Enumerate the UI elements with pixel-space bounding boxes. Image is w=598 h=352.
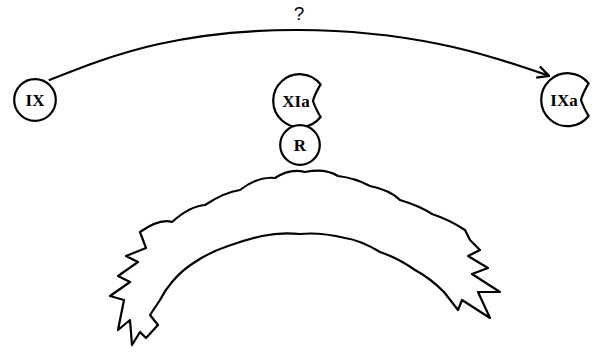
arrow-connector <box>49 30 549 80</box>
factor-circle: IXa <box>540 72 595 127</box>
plain-circle <box>14 79 56 121</box>
plain-circle <box>280 125 320 165</box>
factor-label: XIa <box>282 93 309 110</box>
factor-circle: IX <box>13 78 57 122</box>
notched-circle <box>273 74 320 127</box>
factor-circle: XIa <box>272 73 327 128</box>
factor-label: R <box>294 137 306 154</box>
edge-label: ? <box>291 4 308 25</box>
membrane-outline <box>110 171 500 345</box>
factor-label: IX <box>26 92 45 109</box>
factor-circle: R <box>279 124 321 166</box>
notched-circle <box>541 73 588 126</box>
factor-label: IXa <box>550 92 577 109</box>
